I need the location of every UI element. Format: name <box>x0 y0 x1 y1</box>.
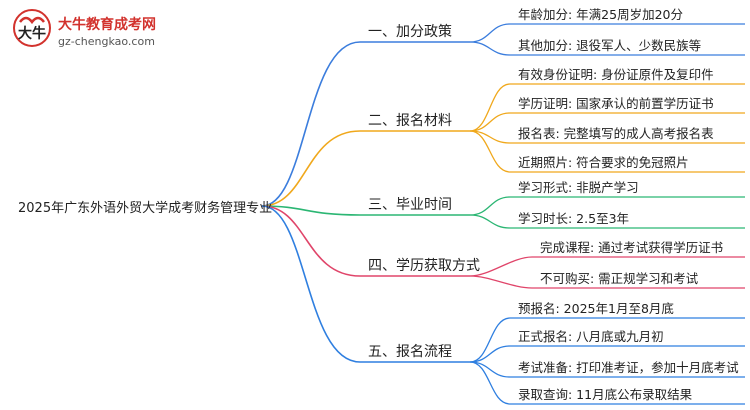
branch-label: 二、报名材料 <box>368 113 452 129</box>
branch-label: 五、报名流程 <box>368 344 452 360</box>
svg-text:大牛: 大牛 <box>18 25 46 42</box>
leaf-label: 录取查询: 11月底公布录取结果 <box>518 387 693 402</box>
branch-leaf-edge <box>469 361 511 378</box>
bull-logo-icon: 大牛 <box>13 9 51 47</box>
leaf-label: 正式报名: 八月底或九月初 <box>518 329 664 344</box>
leaf-label: 考试准备: 打印准考证，参加十月底考试 <box>518 360 739 375</box>
branch-leaf-edge <box>469 361 511 405</box>
branch-leaf-edge <box>469 196 511 216</box>
branch-leaf-edge <box>469 130 511 173</box>
leaf-label: 近期照片: 符合要求的免冠照片 <box>518 155 689 170</box>
branch-label: 四、学历获取方式 <box>368 258 480 274</box>
leaf-label: 学习形式: 非脱产学习 <box>518 180 639 195</box>
branch-leaf-edge <box>469 214 511 229</box>
branch-label: 三、毕业时间 <box>368 197 452 213</box>
leaf-label: 有效身份证明: 身份证原件及复印件 <box>518 67 714 82</box>
branch-leaf-edge <box>469 256 533 277</box>
branch-leaf-edge <box>469 112 511 132</box>
branch-leaf-edge <box>469 345 511 363</box>
leaf-label: 不可购买: 需正规学习和考试 <box>540 271 699 286</box>
branch-leaf-edge <box>469 317 511 363</box>
branch-leaf-edge <box>469 23 511 43</box>
leaf-label: 预报名: 2025年1月至8月底 <box>518 301 674 316</box>
root-branch-edge <box>261 205 361 363</box>
leaf-label: 学历证明: 国家承认的前置学历证书 <box>518 96 714 111</box>
branch-leaf-edge <box>469 83 511 132</box>
logo-url: gz-chengkao.com <box>58 35 155 48</box>
branch-label: 一、加分政策 <box>368 23 452 40</box>
leaf-label: 学习时长: 2.5至3年 <box>518 211 629 226</box>
leaf-label: 完成课程: 通过考试获得学历证书 <box>540 240 723 255</box>
root-branch-edge <box>261 205 361 277</box>
root-branch-edge <box>261 205 361 216</box>
leaf-label: 其他加分: 退役军人、少数民族等 <box>518 38 701 53</box>
branch-leaf-edge <box>469 275 533 289</box>
root-branch-edge <box>261 130 361 207</box>
leaf-label: 报名表: 完整填写的成人高考报名表 <box>518 126 714 141</box>
root-branch-edge <box>261 41 361 207</box>
branch-leaf-edge <box>469 41 511 56</box>
root-node-label: 2025年广东外语外贸大学成考财务管理专业 <box>18 200 272 216</box>
mindmap-edges <box>261 23 745 405</box>
logo-title: 大牛教育成考网 <box>58 17 156 33</box>
leaf-label: 年龄加分: 年满25周岁加20分 <box>518 7 683 22</box>
site-logo: 大牛 大牛教育成考网 gz-chengkao.com <box>12 8 182 52</box>
